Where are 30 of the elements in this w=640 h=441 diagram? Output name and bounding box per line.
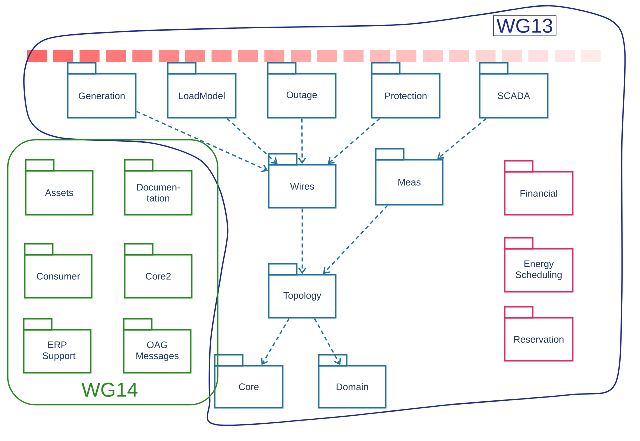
package-box: Topology [268, 263, 337, 319]
dashed-arrow [298, 208, 307, 274]
dashed-arrow [328, 118, 380, 164]
dashed-arrow [136, 111, 268, 172]
package-box: OAG Messages [123, 318, 192, 374]
package-box: Generation [67, 62, 137, 119]
package-box: Core [214, 354, 284, 409]
dashed-arrow [314, 318, 342, 366]
package-box: Assets [25, 159, 94, 216]
package-box: Energy Scheduling [504, 237, 574, 293]
dashed-arrow [438, 118, 487, 160]
package-box: ERP Support [23, 318, 92, 374]
package-box: Reservation [504, 306, 574, 362]
package-box: SCADA [479, 62, 549, 119]
group-label: WG14 [82, 382, 138, 398]
package-box: LoadModel [167, 62, 237, 119]
package-box: Documen-tation [124, 159, 193, 216]
package-box: Core2 [124, 243, 193, 299]
dashed-arrow [323, 205, 388, 274]
package-box: Wires [268, 153, 337, 209]
dashed-arrow [298, 118, 306, 164]
package-box: Financial [504, 160, 574, 216]
package-box: Meas [375, 148, 444, 206]
dashed-arrow [226, 118, 278, 164]
group-label: WG13 [493, 16, 557, 36]
package-box: Outage [267, 62, 337, 119]
package-box: Protection [371, 62, 441, 119]
package-box: Domain [318, 354, 387, 409]
package-box: Consumer [24, 243, 93, 299]
dashed-arrow [261, 318, 290, 366]
